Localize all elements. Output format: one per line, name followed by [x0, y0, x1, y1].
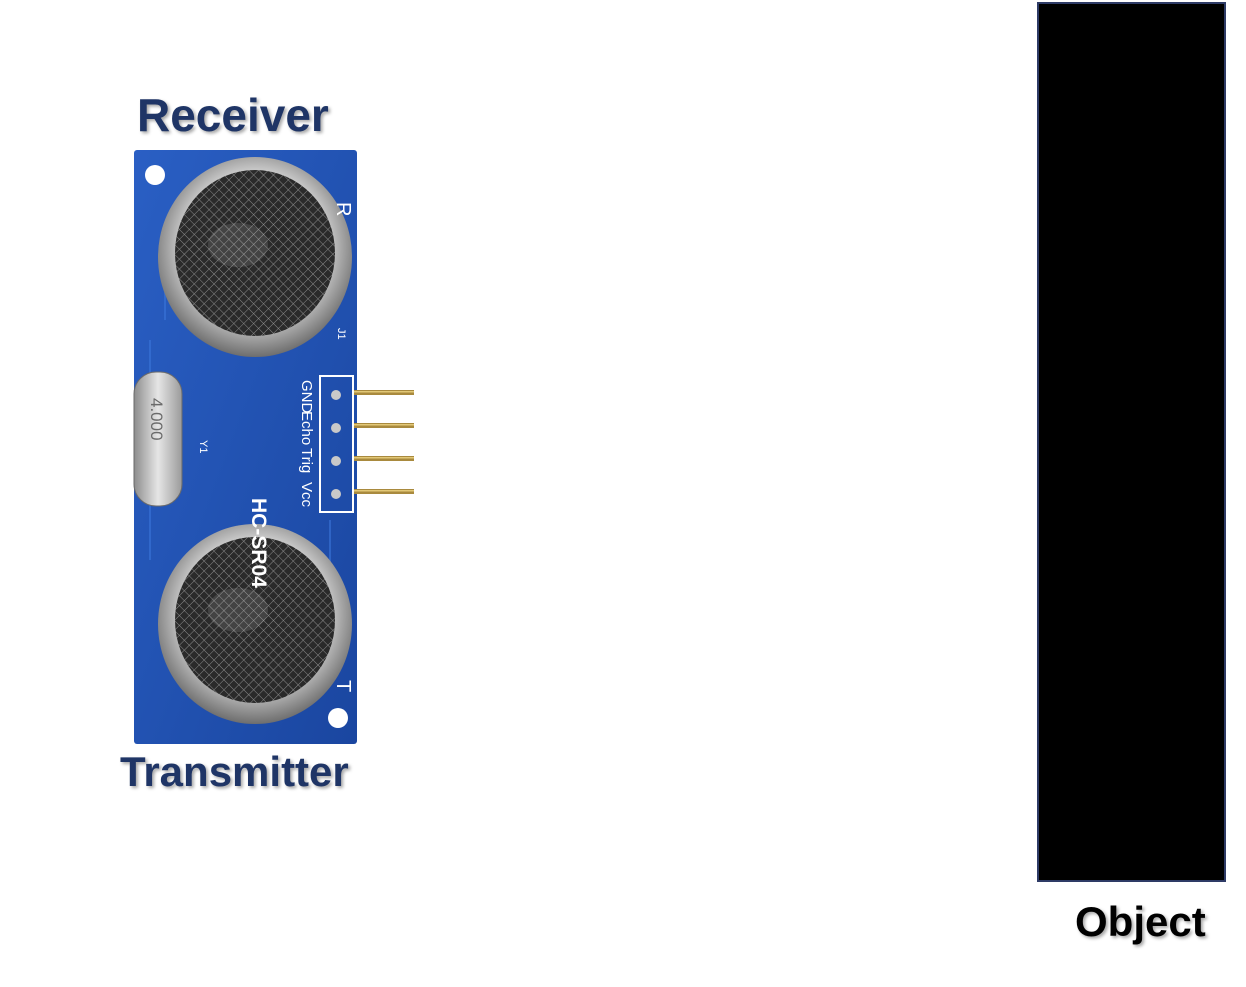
- receiver-label: Receiver: [137, 89, 329, 141]
- crystal-oscillator: 4.000: [133, 371, 183, 507]
- mounting-hole: [328, 708, 348, 728]
- connector-ref: J1: [335, 328, 347, 340]
- transmitter-transducer: [158, 524, 352, 724]
- object-block: [1037, 2, 1226, 882]
- pin-label-gnd: GND: [298, 380, 315, 414]
- crystal-ref: Y1: [197, 440, 209, 453]
- receiver-transducer: [158, 157, 352, 357]
- pin-label-vcc: Vcc: [298, 482, 315, 508]
- pin-label-trig: Trig: [298, 448, 315, 473]
- pin-label-echo: Echo: [298, 411, 315, 445]
- header-pins: [331, 390, 414, 499]
- crystal-value: 4.000: [147, 398, 166, 441]
- object-label: Object: [1075, 898, 1206, 945]
- model-label: HC-SR04: [247, 498, 270, 588]
- mounting-hole: [145, 165, 165, 185]
- hc-sr04-sensor: 4.000 Y1 HC-SR04 R T J1 GND Echo Trig Vc…: [133, 150, 414, 744]
- transmitter-mark: T: [332, 680, 354, 692]
- transmitter-label: Transmitter: [120, 748, 349, 795]
- receiver-mark: R: [332, 202, 354, 216]
- pin-header-outline: [319, 375, 354, 513]
